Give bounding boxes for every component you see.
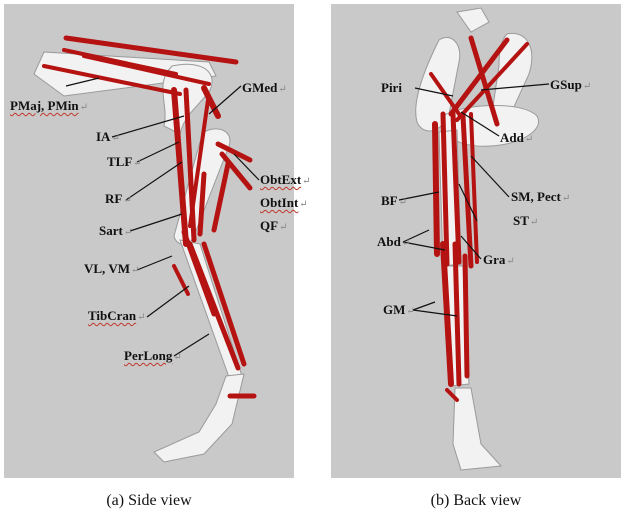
label-obtint: ObtInt↵	[260, 196, 308, 212]
return-arrow-icon: ↵	[399, 197, 407, 208]
back-view-leg-model	[331, 4, 621, 478]
label-st: ST↵	[513, 214, 538, 230]
label-tlf-text: TLF	[107, 154, 132, 169]
return-arrow-icon: ↵	[406, 306, 414, 317]
label-ia-text: IA	[96, 129, 110, 144]
label-perlong-text: PerLong	[124, 348, 172, 363]
return-arrow-icon: ↵	[173, 352, 181, 363]
return-arrow-icon: ↵	[133, 158, 141, 169]
label-abd: Abd↵	[377, 235, 410, 251]
label-ia: IA↵	[96, 130, 120, 146]
label-add-text: Add	[500, 130, 524, 145]
label-perlong: PerLong↵	[124, 349, 182, 365]
return-arrow-icon: ↵	[402, 238, 410, 249]
label-st-text: ST	[513, 213, 529, 228]
label-bf: BF↵	[381, 194, 407, 210]
label-gmed-text: GMed	[242, 80, 277, 95]
label-gm: GM↵	[383, 303, 415, 319]
side-view-leg-model	[4, 4, 294, 478]
label-piri-text: Piri	[381, 80, 402, 95]
return-arrow-icon: ↵	[506, 256, 514, 267]
label-sart: Sart↵	[99, 224, 132, 240]
label-gmed: GMed↵	[242, 81, 287, 97]
label-rf-text: RF	[105, 191, 122, 206]
label-tibcran: TibCran↵	[88, 309, 146, 325]
label-piri: Piri	[381, 81, 402, 95]
label-pmaj-pmin: PMaj, PMin↵	[10, 99, 88, 115]
label-obtint-text: ObtInt	[260, 195, 298, 210]
label-sm-pect: SM, Pect↵	[511, 190, 570, 206]
return-arrow-icon: ↵	[80, 102, 88, 113]
label-qf-text: QF	[260, 218, 278, 233]
label-obtext: ObtExt↵	[260, 173, 311, 189]
return-arrow-icon: ↵	[562, 193, 570, 204]
back-view-panel: Piri GSup↵ Add↵ SM, Pect↵ BF↵ ST↵ Abd↵ G…	[331, 4, 621, 478]
label-gra: Gra↵	[483, 253, 515, 269]
caption-side-view: (a) Side view	[4, 492, 294, 510]
label-add: Add↵	[500, 131, 533, 147]
return-arrow-icon: ↵	[111, 133, 119, 144]
label-gra-text: Gra	[483, 252, 505, 267]
label-vl-vm-text: VL, VM	[84, 261, 130, 276]
side-view-panel: PMaj, PMin↵ GMed↵ IA↵ TLF↵ RF↵ ObtExt↵ O…	[4, 4, 294, 478]
return-arrow-icon: ↵	[137, 312, 145, 323]
return-arrow-icon: ↵	[123, 195, 131, 206]
return-arrow-icon: ↵	[278, 84, 286, 95]
return-arrow-icon: ↵	[131, 265, 139, 276]
label-sart-text: Sart	[99, 223, 123, 238]
return-arrow-icon: ↵	[279, 222, 287, 233]
return-arrow-icon: ↵	[302, 176, 310, 187]
label-rf: RF↵	[105, 192, 132, 208]
label-pmaj-pmin-text: PMaj, PMin	[10, 98, 79, 113]
label-qf: QF↵	[260, 219, 287, 235]
caption-back-view: (b) Back view	[331, 492, 621, 510]
return-arrow-icon: ↵	[583, 81, 591, 92]
label-bf-text: BF	[381, 193, 398, 208]
return-arrow-icon: ↵	[530, 217, 538, 228]
return-arrow-icon: ↵	[299, 199, 307, 210]
label-gsup-text: GSup	[550, 77, 582, 92]
label-gm-text: GM	[383, 302, 405, 317]
label-tibcran-text: TibCran	[88, 308, 136, 323]
label-gsup: GSup↵	[550, 78, 591, 94]
label-vl-vm: VL, VM↵	[84, 262, 139, 278]
return-arrow-icon: ↵	[124, 227, 132, 238]
label-obtext-text: ObtExt	[260, 172, 301, 187]
label-abd-text: Abd	[377, 234, 401, 249]
label-sm-pect-text: SM, Pect	[511, 189, 561, 204]
label-tlf: TLF↵	[107, 155, 142, 171]
return-arrow-icon: ↵	[525, 134, 533, 145]
